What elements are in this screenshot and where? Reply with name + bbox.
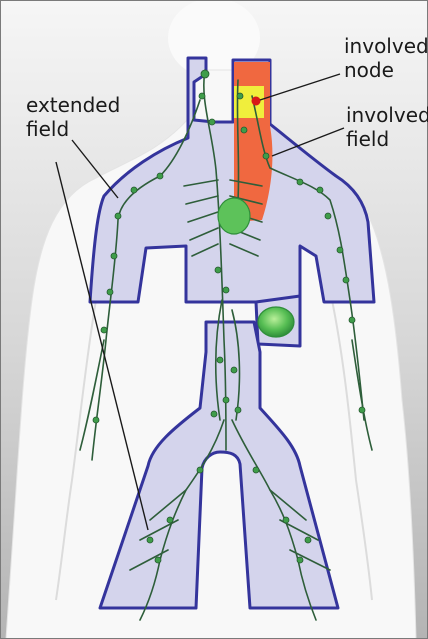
label-involved-node: involved node xyxy=(344,34,428,82)
label-extended-field: extended field xyxy=(26,93,120,141)
involved-node-dot xyxy=(252,97,261,106)
label-involved-field-line2: field xyxy=(346,127,428,151)
label-extended-field-line2: field xyxy=(26,117,120,141)
label-extended-field-line1: extended xyxy=(26,93,120,117)
spleen xyxy=(258,307,294,337)
label-involved-field-line1: involved xyxy=(346,103,428,127)
mediastinal-mass xyxy=(218,198,250,234)
label-involved-field: involved field xyxy=(346,103,428,151)
label-involved-node-line2: node xyxy=(344,58,428,82)
label-involved-node-line1: involved xyxy=(344,34,428,58)
